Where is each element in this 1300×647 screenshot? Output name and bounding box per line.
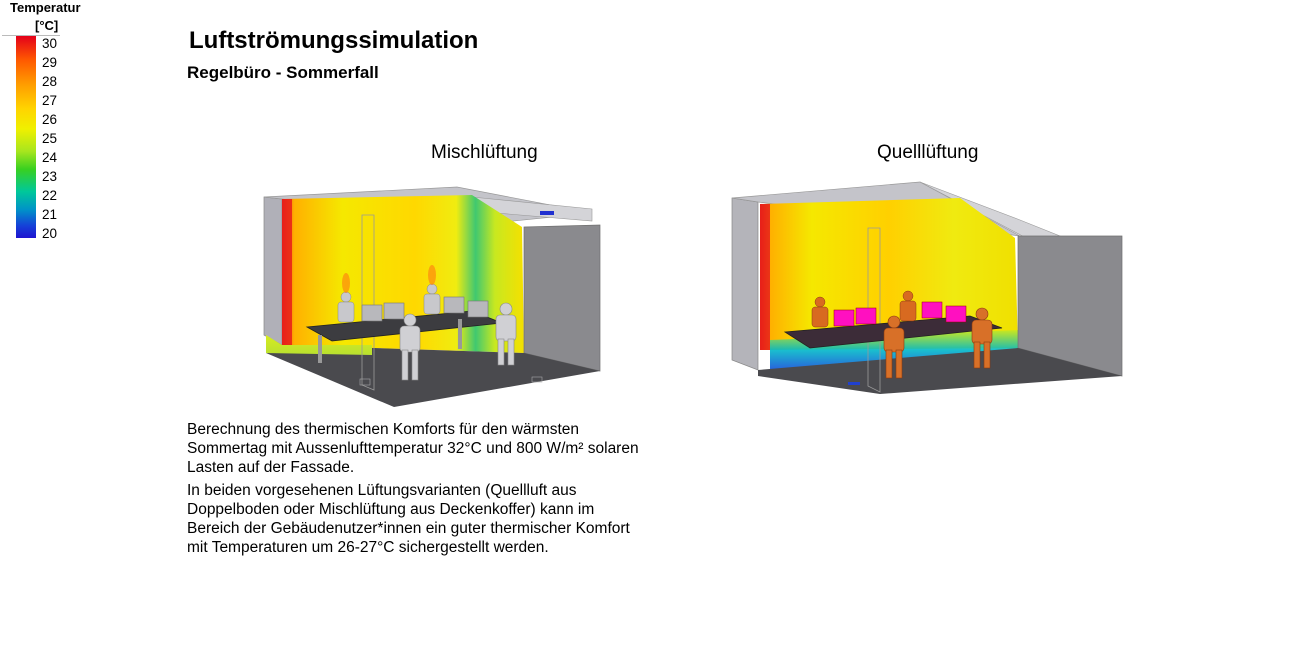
legend-tick: 24 [42, 150, 58, 165]
supply-diffuser-icon [540, 211, 554, 215]
person-icon [883, 315, 905, 379]
mixing-ventilation-simulation-image [263, 186, 601, 407]
legend-tick: 20 [42, 226, 58, 241]
displacement-ventilation-simulation-image [731, 181, 1123, 394]
temperature-legend: Temperatur [°C] 30 29 28 27 26 25 24 23 … [0, 0, 100, 241]
page-subtitle: Regelbüro - Sommerfall [187, 63, 379, 82]
legend-tick: 26 [42, 112, 58, 127]
person-icon [423, 283, 441, 315]
description-text: Berechnung des thermischen Komforts für … [187, 420, 647, 561]
person-icon [399, 313, 421, 381]
legend-tick: 29 [42, 55, 58, 70]
legend-tick: 22 [42, 188, 58, 203]
legend-tick: 25 [42, 131, 58, 146]
description-paragraph-2: In beiden vorgesehenen Lüftungsvarianten… [187, 482, 630, 556]
person-icon [899, 290, 917, 322]
person-icon [811, 296, 829, 328]
monitor-icon [855, 307, 877, 325]
legend-tick: 30 [42, 36, 58, 51]
legend-divider [2, 35, 60, 36]
monitor-icon [467, 300, 489, 318]
monitor-icon [945, 305, 967, 323]
simulation-label-mischlueftung: Mischlüftung [431, 142, 538, 163]
legend-tick: 27 [42, 93, 58, 108]
legend-title: Temperatur [10, 0, 81, 15]
simulation-label-quelllueftung: Quelllüftung [877, 142, 979, 163]
monitor-icon [833, 309, 855, 327]
legend-color-bar [16, 36, 36, 238]
page-title: Luftströmungssimulation [189, 27, 479, 54]
legend-tick: 23 [42, 169, 58, 184]
legend-unit: [°C] [35, 18, 59, 33]
monitor-icon [361, 304, 383, 322]
legend-tick: 21 [42, 207, 58, 222]
monitor-icon [921, 301, 943, 319]
person-icon [971, 307, 993, 369]
legend-tick: 28 [42, 74, 58, 89]
description-paragraph-1: Berechnung des thermischen Komforts für … [187, 421, 639, 476]
monitor-icon [383, 302, 405, 320]
person-icon [495, 302, 517, 366]
monitor-icon [443, 296, 465, 314]
